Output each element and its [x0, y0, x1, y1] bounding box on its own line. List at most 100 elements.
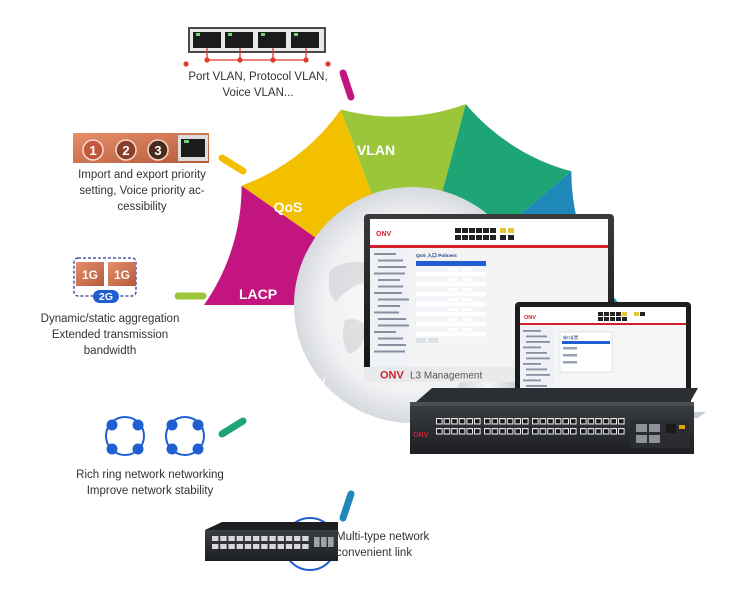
switch-port: [220, 544, 227, 549]
nav-item: [526, 352, 547, 354]
switch-brand: ONV: [413, 432, 429, 439]
rack-port-socket: [571, 419, 576, 424]
status-led: [679, 425, 685, 429]
rack-port-socket: [548, 429, 553, 434]
switch-port: [277, 544, 284, 549]
table-select: [448, 293, 458, 296]
svg-text:1: 1: [89, 143, 96, 158]
switch-port: [253, 544, 260, 549]
caption-link-line1: Multi-type network: [336, 531, 430, 543]
header-port: [476, 228, 482, 233]
caption-ring-line2: Improve network stability: [86, 485, 214, 497]
aggregation-badge-label: 2G: [99, 291, 113, 303]
laptop-header-brand: ONV: [524, 315, 536, 321]
rack-port-socket: [500, 429, 505, 434]
nav-item: [374, 272, 405, 275]
switch-port: [294, 536, 301, 541]
table-select: [462, 318, 472, 321]
form-field: [582, 353, 604, 357]
nav-item: [378, 285, 403, 288]
segment-label-erps-line1: ERPS/RSTP/: [257, 378, 326, 390]
caption-qos-line3: cessibility: [117, 201, 167, 213]
header-port-active: [508, 228, 514, 233]
switch-port: [220, 536, 227, 541]
rack-port-socket: [467, 429, 472, 434]
rack-port-socket: [507, 429, 513, 434]
table-select: [448, 273, 458, 276]
header-port: [483, 235, 489, 240]
rack-port-socket: [581, 429, 586, 434]
header-port: [508, 235, 514, 240]
header-port: [476, 235, 482, 240]
rack-port-socket: [444, 419, 450, 424]
header-port: [604, 312, 609, 316]
rack-port-socket: [603, 429, 609, 434]
header-port: [469, 228, 475, 233]
switch-port: [269, 536, 276, 541]
nav-item: [374, 253, 396, 255]
ring-icon-right: [165, 416, 205, 456]
segment-label-qos: QoS: [274, 199, 303, 215]
table-select: [448, 318, 458, 321]
rack-port-socket: [515, 419, 520, 424]
switch-port: [212, 536, 219, 541]
console-port: [666, 424, 676, 433]
table-select: [448, 323, 458, 326]
rack-port-socket: [523, 419, 528, 424]
caption-vlan: Port VLAN, Protocol VLAN, Voice VLAN...: [170, 69, 346, 101]
rack-port-socket: [596, 419, 601, 424]
rack-port-socket: [533, 429, 538, 434]
header-port-active: [500, 228, 506, 233]
caption-qos-line1: Import and export priority: [78, 169, 206, 181]
switch-port: [302, 536, 309, 541]
priority-badge-1: 1: [82, 139, 104, 161]
laptop-panel-title: 端口配置: [563, 335, 578, 340]
header-port: [455, 228, 461, 233]
form-label: [563, 347, 577, 350]
nav-item: [378, 324, 409, 327]
caption-lacp-line3: bandwidth: [83, 345, 137, 357]
switch-port: [261, 544, 268, 549]
sfp-port: [649, 435, 660, 443]
switch-port: [294, 544, 301, 549]
connector-dashes: [174, 69, 355, 522]
priority-badge-2: 2: [115, 139, 137, 161]
rack-port-socket: [523, 429, 528, 434]
rack-port-socket: [475, 419, 480, 424]
table-select: [448, 278, 458, 281]
sfp-port: [649, 424, 660, 432]
header-port: [500, 235, 506, 240]
qos-port-strip: 1 2 3: [73, 133, 209, 163]
switch-port: [269, 544, 276, 549]
segment-label-vlan: VLAN: [357, 142, 395, 158]
table-select: [462, 293, 472, 296]
monitor-panel-title: QoS 入口 Policers: [416, 253, 457, 259]
connector-vlan: [339, 69, 355, 101]
rack-port-socket: [619, 429, 624, 434]
table-button: [428, 338, 438, 343]
caption-link-line2: convenient link: [336, 547, 413, 559]
segment-label-ipv-line2: dual stack: [337, 447, 396, 461]
lacp-port-group: 1G 1G 2G: [73, 257, 137, 303]
switch-port: [244, 544, 252, 549]
header-port: [622, 317, 627, 321]
switch-port: [236, 536, 243, 541]
rack-port-socket: [571, 429, 576, 434]
caption-ring-line1: Rich ring network networking: [76, 469, 224, 481]
nav-item: [526, 368, 547, 371]
table-select: [448, 333, 458, 336]
rack-port-socket: [507, 419, 513, 424]
nav-item: [374, 350, 405, 353]
rack-port-socket: [533, 419, 538, 424]
rack-port-socket: [437, 419, 442, 424]
switch-port: [244, 536, 252, 541]
header-port: [469, 235, 475, 240]
monitor-header-brand: ONV: [376, 231, 392, 238]
header-port: [598, 317, 603, 321]
header-port: [598, 312, 603, 316]
nav-item: [378, 318, 406, 320]
rack-port-socket: [611, 419, 616, 424]
table-select: [462, 273, 472, 276]
connector-qos: [218, 154, 247, 175]
table-select: [462, 278, 472, 281]
